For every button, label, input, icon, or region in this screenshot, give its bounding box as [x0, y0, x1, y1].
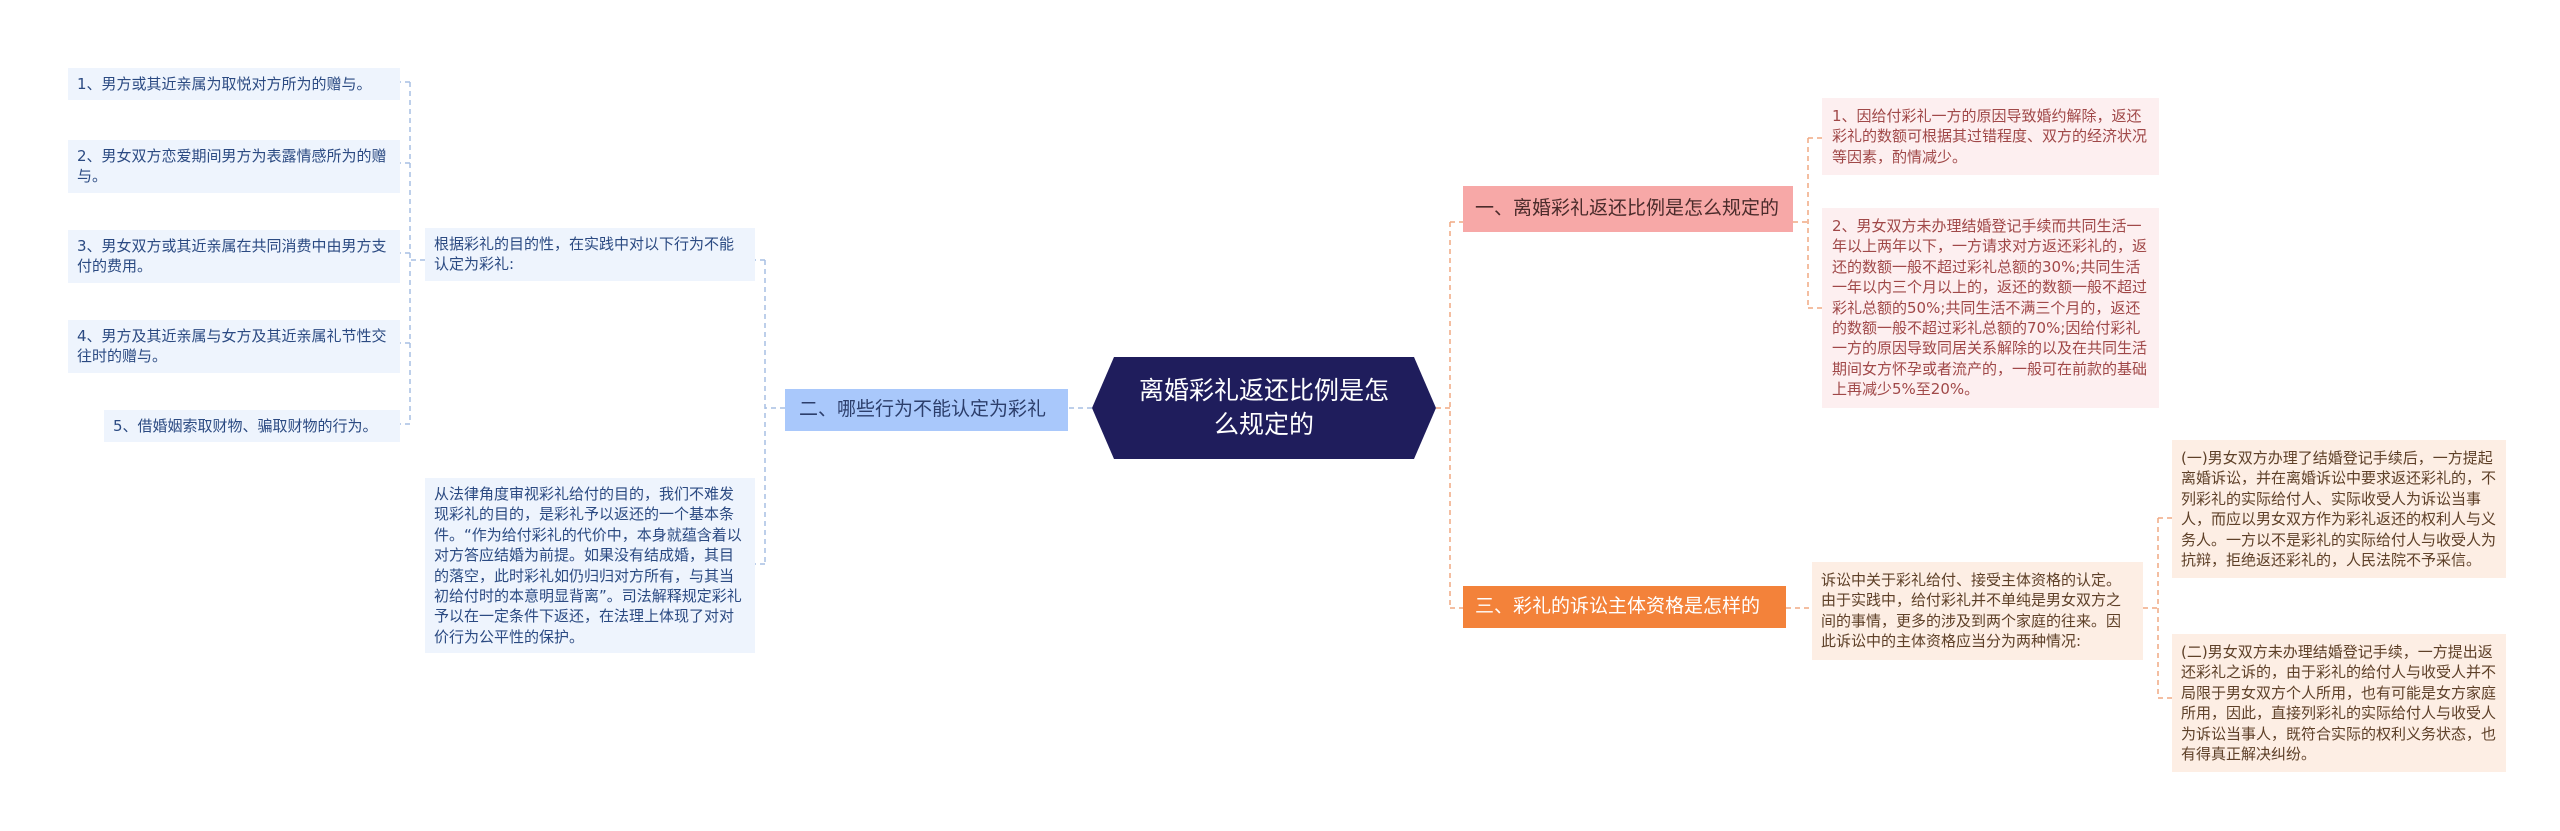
law-note-text: 从法律角度审视彩礼给付的目的，我们不难发现彩礼的目的，是彩礼予以返还的一个基本条… — [434, 485, 742, 646]
branch-left-topic[interactable]: 二、哪些行为不能认定为彩礼 — [785, 389, 1068, 431]
link-root-right-spine — [1436, 222, 1451, 608]
purpose-note-text: 根据彩礼的目的性，在实践中对以下行为不能认定为彩礼: — [434, 235, 735, 274]
right-top-item-2-text: 2、男女双方未办理结婚登记手续而共同生活一年以上两年以下，一方请求对方返还彩礼的… — [1832, 217, 2148, 399]
link-top-items-spine — [1793, 138, 1809, 308]
branch-right-top-topic[interactable]: 一、离婚彩礼返还比例是怎么规定的 — [1463, 186, 1793, 232]
root-topic-label: 离婚彩礼返还比例是怎么规定的 — [1138, 376, 1389, 439]
link-branch-left-spine — [764, 260, 785, 564]
link-purpose-items-spine — [409, 82, 425, 424]
left-item-3[interactable]: 3、男女双方或其近亲属在共同消费中由男方支付的费用。 — [68, 230, 400, 283]
branch-right-bottom-topic[interactable]: 三、彩礼的诉讼主体资格是怎样的 — [1463, 586, 1786, 628]
right-bottom-item-2[interactable]: (二)男女双方未办理结婚登记手续，一方提出返还彩礼之诉的，由于彩礼的给付人与收受… — [2172, 634, 2506, 773]
law-note[interactable]: 从法律角度审视彩礼给付的目的，我们不难发现彩礼的目的，是彩礼予以返还的一个基本条… — [425, 478, 755, 654]
branch-right-bottom-label: 三、彩礼的诉讼主体资格是怎样的 — [1475, 595, 1761, 617]
left-item-3-text: 3、男女双方或其近亲属在共同消费中由男方支付的费用。 — [77, 237, 387, 276]
left-item-1[interactable]: 1、男方或其近亲属为取悦对方所为的赠与。 — [68, 68, 400, 101]
left-item-4[interactable]: 4、男方及其近亲属与女方及其近亲属礼节性交往时的赠与。 — [68, 320, 400, 373]
left-item-5[interactable]: 5、借婚姻索取财物、骗取财物的行为。 — [104, 410, 400, 443]
right-top-item-1[interactable]: 1、因给付彩礼一方的原因导致婚约解除，返还彩礼的数额可根据其过错程度、双方的经济… — [1822, 98, 2159, 176]
left-item-2[interactable]: 2、男女双方恋爱期间男方为表露情感所为的赠与。 — [68, 140, 400, 193]
left-item-2-text: 2、男女双方恋爱期间男方为表露情感所为的赠与。 — [77, 147, 387, 186]
branch-left-label: 二、哪些行为不能认定为彩礼 — [799, 398, 1047, 420]
right-bottom-item-2-text: (二)男女双方未办理结婚登记手续，一方提出返还彩礼之诉的，由于彩礼的给付人与收受… — [2181, 643, 2497, 763]
left-item-4-text: 4、男方及其近亲属与女方及其近亲属礼节性交往时的赠与。 — [77, 327, 387, 366]
right-bottom-item-1[interactable]: (一)男女双方办理了结婚登记手续后，一方提起离婚诉讼，并在离婚诉讼中要求返还彩礼… — [2172, 440, 2506, 579]
left-item-1-text: 1、男方或其近亲属为取悦对方所为的赠与。 — [77, 75, 372, 93]
right-top-item-1-text: 1、因给付彩礼一方的原因导致婚约解除，返还彩礼的数额可根据其过错程度、双方的经济… — [1832, 107, 2148, 166]
right-bottom-intro[interactable]: 诉讼中关于彩礼给付、接受主体资格的认定。由于实践中，给付彩礼并不单纯是男女双方之… — [1812, 562, 2143, 660]
root-topic[interactable]: 离婚彩礼返还比例是怎么规定的 — [1092, 357, 1436, 459]
link-intro-items-spine — [2143, 518, 2159, 698]
right-top-item-2[interactable]: 2、男女双方未办理结婚登记手续而共同生活一年以上两年以下，一方请求对方返还彩礼的… — [1822, 208, 2159, 408]
right-bottom-intro-text: 诉讼中关于彩礼给付、接受主体资格的认定。由于实践中，给付彩礼并不单纯是男女双方之… — [1821, 571, 2122, 651]
branch-right-top-label: 一、离婚彩礼返还比例是怎么规定的 — [1475, 197, 1780, 219]
left-item-5-text: 5、借婚姻索取财物、骗取财物的行为。 — [113, 417, 378, 435]
purpose-note[interactable]: 根据彩礼的目的性，在实践中对以下行为不能认定为彩礼: — [425, 228, 755, 281]
right-bottom-item-1-text: (一)男女双方办理了结婚登记手续后，一方提起离婚诉讼，并在离婚诉讼中要求返还彩礼… — [2181, 449, 2497, 569]
